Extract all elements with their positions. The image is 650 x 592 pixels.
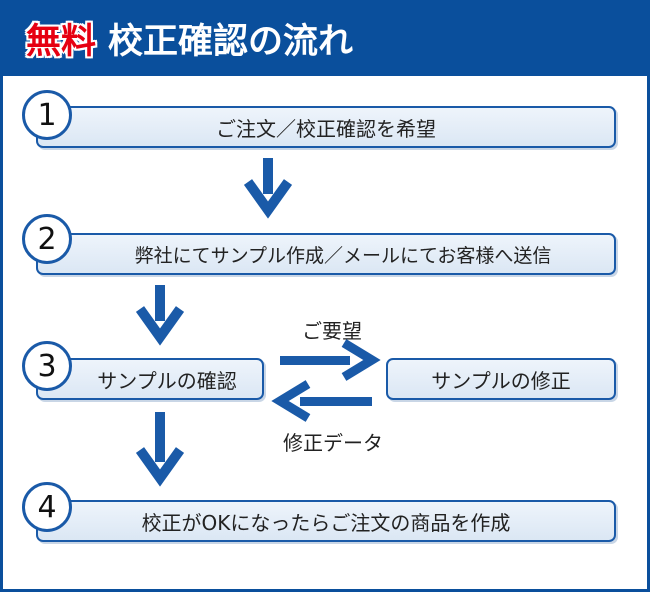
step-2-label: 弊社にてサンプル作成／メールにてお客様へ送信 [134,244,552,267]
step-2-box: 弊社にてサンプル作成／メールにてお客様へ送信 [36,233,616,275]
header-banner: 無料 校正確認の流れ [0,0,650,76]
left-arrow-icon [271,380,372,422]
step-1-box: ご注文／校正確認を希望 [36,106,616,148]
step-2-number: 2 [37,221,57,257]
step-4-box: 校正がOKになったらご注文の商品を作成 [36,500,616,542]
step-1-number-circle: 1 [22,90,72,140]
step-4-number-circle: 4 [22,482,72,532]
step-3-number: 3 [37,348,57,384]
revision-data-label: 修正データ [283,431,383,455]
free-label: 無料 [26,21,97,62]
right-arrow-icon [280,339,381,381]
down-arrow-3-icon [135,412,185,487]
down-arrow-2-icon [135,285,185,346]
step-1-label: ご注文／校正確認を希望 [216,116,436,141]
step-2-number-circle: 2 [22,214,72,264]
step-1-number: 1 [37,97,57,133]
step-4-label: 校正がOKになったらご注文の商品を作成 [141,510,511,535]
step-4-number: 4 [37,489,57,525]
page-title: 校正確認の流れ [108,21,354,62]
step-3-box: サンプルの確認 [36,358,264,400]
down-arrow-1-icon [243,158,293,219]
step-3-number-circle: 3 [22,341,72,391]
step-3-label: サンプルの確認 [97,368,237,393]
request-label: ご要望 [302,319,362,343]
revision-box: サンプルの修正 [386,358,616,400]
revision-label: サンプルの修正 [431,368,571,393]
